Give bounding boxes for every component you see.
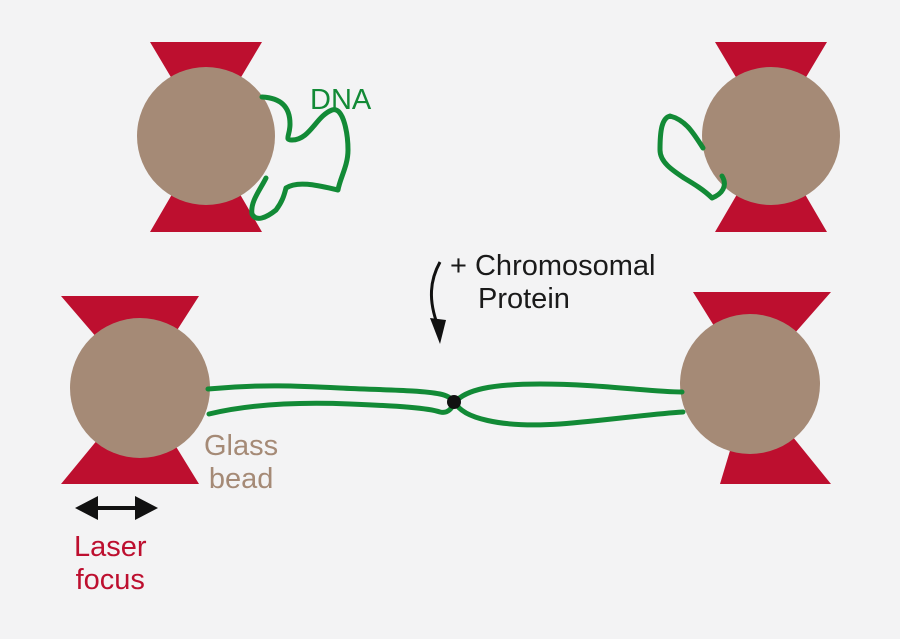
dna-label: DNA <box>310 84 372 116</box>
chromosomal-protein-label: + Chromosomal Protein <box>450 250 656 317</box>
dna-strand-upper <box>205 381 685 405</box>
glass-bead-bottom-left <box>70 318 210 458</box>
dna-strand-lower <box>206 399 686 428</box>
laser-label-line1: Laser <box>74 531 147 563</box>
glass-bead-bottom-right <box>680 314 820 454</box>
laser-label-line2: focus <box>75 564 145 597</box>
double-headed-arrow-icon <box>75 496 158 520</box>
bead-label-line1: Glass <box>204 430 279 462</box>
glass-bead-label: Glass bead <box>204 430 278 497</box>
dna-strand-top-right <box>657 113 727 201</box>
curved-down-arrow-icon <box>429 261 446 344</box>
top-right-trap <box>702 42 840 232</box>
laser-focus-label: Laser focus <box>74 531 147 598</box>
dna-strand-top-left <box>249 94 351 221</box>
glass-bead-top-left <box>137 67 275 205</box>
bottom-left-trap <box>61 296 210 484</box>
protein-label-line1: + Chromosomal <box>450 250 656 282</box>
bead-label-line2: bead <box>208 463 274 496</box>
top-left-trap <box>137 42 275 232</box>
glass-bead-top-right <box>702 67 840 205</box>
protein-label-line2: Protein <box>478 283 570 316</box>
bottom-right-trap <box>680 292 831 484</box>
protein-dot-icon <box>447 395 461 409</box>
